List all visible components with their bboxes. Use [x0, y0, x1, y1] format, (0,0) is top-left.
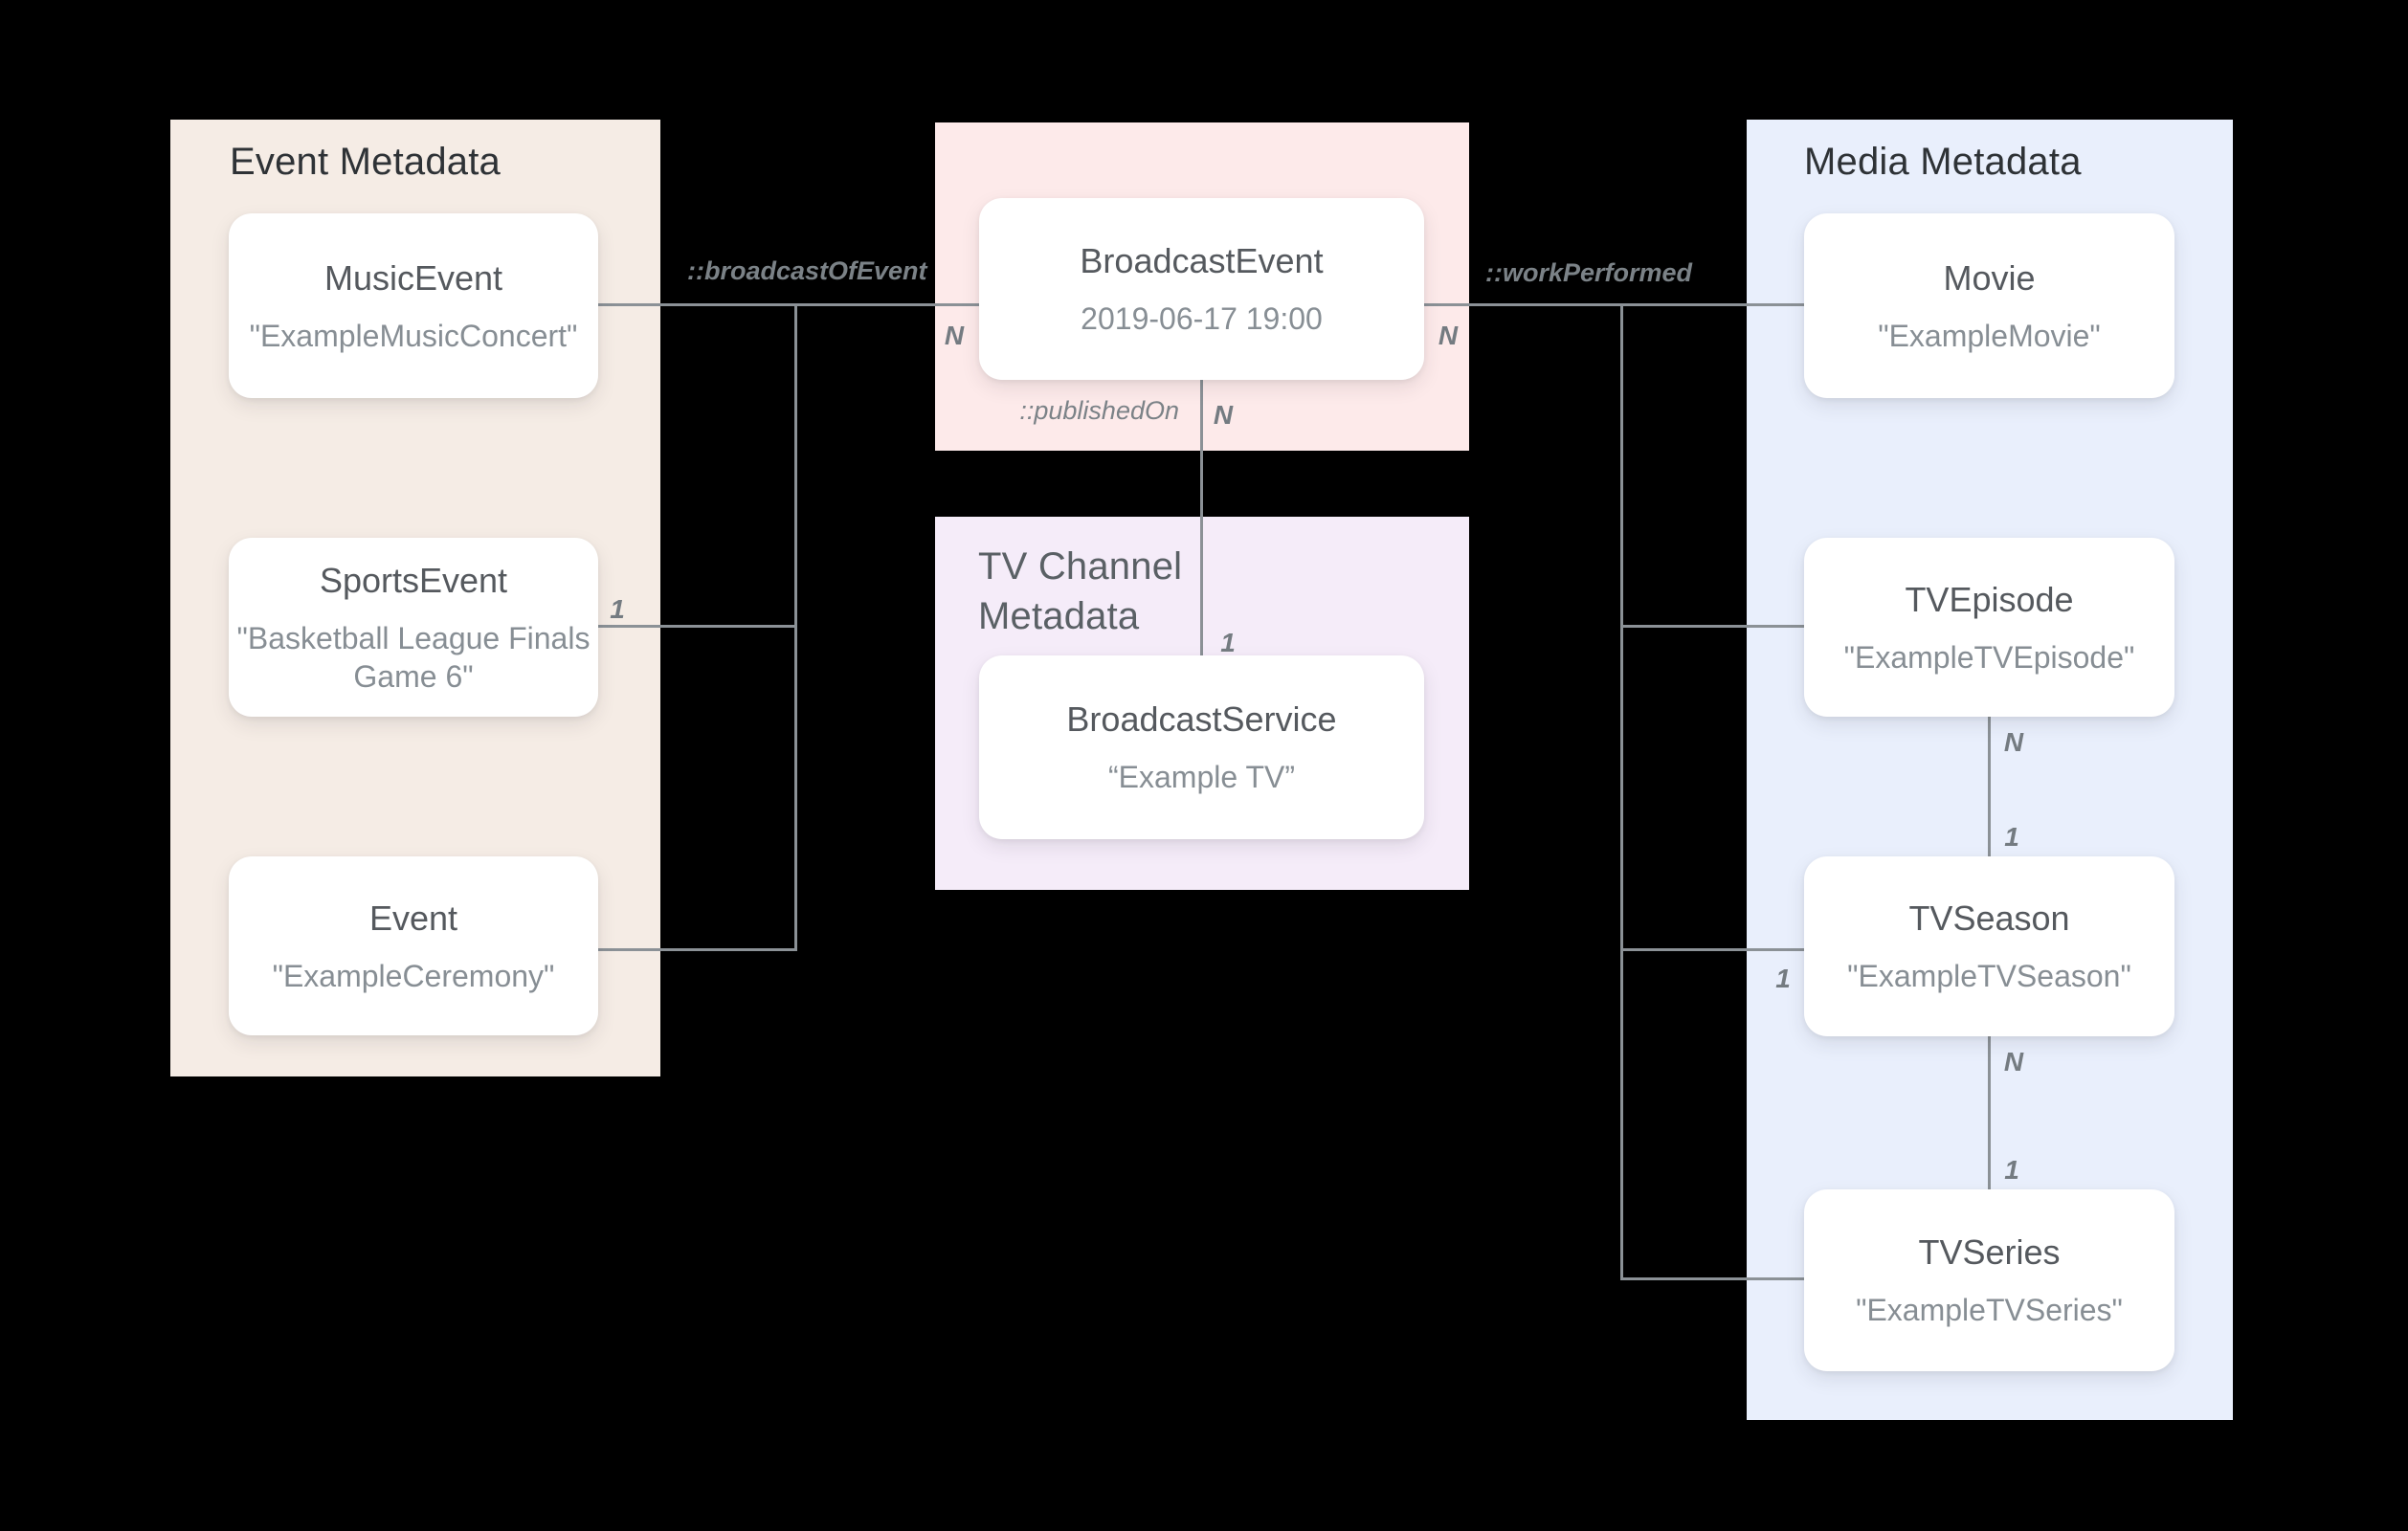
connector-sportsevent-branch — [598, 625, 797, 628]
node-subtitle: "ExampleTVEpisode" — [1843, 639, 2135, 675]
node-event: Event "ExampleCeremony" — [229, 856, 598, 1035]
cardinality-publishedon-1: 1 — [1220, 628, 1236, 657]
event-metadata-title: Event Metadata — [230, 141, 501, 183]
cardinality-episode-season-1: 1 — [2004, 822, 2019, 852]
connector-publishedon — [1200, 380, 1203, 655]
connector-event-branch — [598, 948, 797, 951]
cardinality-season-series-1: 1 — [2004, 1155, 2019, 1185]
connector-trunk-media-side — [1620, 303, 1623, 1280]
cardinality-broadcast-left-n: N — [944, 321, 965, 350]
connector-musicevent-broadcastevent — [598, 303, 979, 306]
node-subtitle: "Basketball League Finals Game 6" — [236, 620, 591, 694]
tv-channel-metadata-title: TV Channel Metadata — [978, 545, 1183, 637]
cardinality-publishedon-n: N — [1213, 400, 1234, 430]
node-movie: Movie "ExampleMovie" — [1804, 213, 2174, 398]
cardinality-episode-season-n: N — [2003, 727, 2024, 757]
cardinality-season-left-1: 1 — [1775, 964, 1791, 993]
node-title: TVSeries — [1918, 1232, 2061, 1272]
cardinality-sportsevent-1: 1 — [610, 594, 625, 624]
node-subtitle: “Example TV” — [1107, 760, 1295, 794]
node-title: Movie — [1943, 257, 2036, 298]
node-tv-series: TVSeries "ExampleTVSeries" — [1804, 1189, 2174, 1371]
node-subtitle: "ExampleTVSeason" — [1847, 959, 2131, 993]
node-music-event: MusicEvent "ExampleMusicConcert" — [229, 213, 598, 398]
node-subtitle: "ExampleMusicConcert" — [249, 318, 578, 353]
connector-tvseason-branch — [1620, 948, 1804, 951]
node-subtitle: "ExampleTVSeries" — [1856, 1293, 2123, 1327]
node-title: BroadcastService — [1066, 699, 1337, 739]
node-title: SportsEvent — [319, 560, 508, 600]
relation-label-workperformed: ::workPerformed — [1485, 258, 1693, 287]
node-title: TVSeason — [1908, 899, 2070, 938]
node-broadcast-event: BroadcastEvent 2019-06-17 19:00 — [979, 198, 1424, 380]
relation-label-publishedon: ::publishedOn — [1019, 396, 1179, 425]
connector-tvepisode-tvseason — [1988, 717, 1991, 856]
node-title: TVEpisode — [1905, 579, 2074, 619]
connector-tvseries-branch — [1620, 1277, 1804, 1280]
node-tv-episode: TVEpisode "ExampleTVEpisode" — [1804, 538, 2174, 717]
cardinality-broadcast-right-n: N — [1438, 321, 1459, 350]
node-broadcast-service: BroadcastService “Example TV” — [979, 655, 1424, 839]
node-title: BroadcastEvent — [1080, 241, 1324, 280]
node-subtitle: "ExampleCeremony" — [272, 958, 555, 993]
node-subtitle: "ExampleMovie" — [1878, 318, 2101, 353]
relation-label-broadcastofevent: ::broadcastOfEvent — [687, 256, 927, 285]
node-title: Event — [368, 898, 458, 938]
connector-broadcastevent-movie — [1424, 303, 1804, 306]
media-metadata-title: Media Metadata — [1804, 141, 2082, 183]
connector-tvseason-tvseries — [1988, 1036, 1991, 1189]
node-subtitle: 2019-06-17 19:00 — [1081, 301, 1323, 336]
node-tv-season: TVSeason "ExampleTVSeason" — [1804, 856, 2174, 1036]
node-title: MusicEvent — [323, 257, 503, 298]
cardinality-season-series-n: N — [2003, 1047, 2024, 1076]
connector-tvepisode-branch — [1620, 625, 1804, 628]
node-sports-event: SportsEvent "Basketball League Finals Ga… — [229, 538, 598, 717]
